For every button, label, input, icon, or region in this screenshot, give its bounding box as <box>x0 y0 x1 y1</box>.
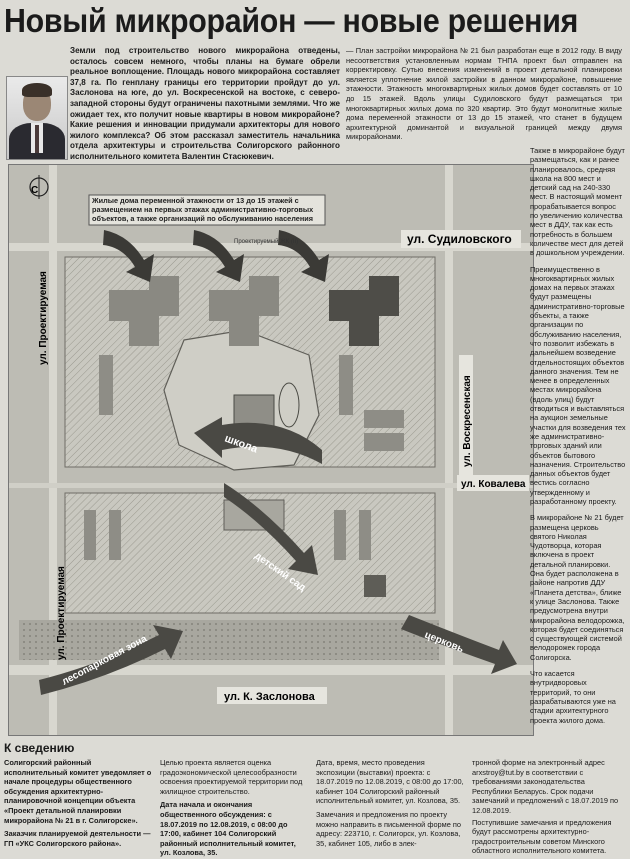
side-paragraph-1: Также в микрорайоне будут размещаться, к… <box>530 146 625 258</box>
notice-col4b: Поступившие замечания и предложения буду… <box>472 817 612 856</box>
north-label: С <box>31 185 38 196</box>
notice-col3b: Замечания и предложения по проекту можно… <box>316 809 462 848</box>
small-plan-label: Проектируемый ЖК (II) <box>234 238 298 245</box>
side-paragraph-4: Что касается внутридворовых территорий, … <box>530 669 616 725</box>
article-side-column: Также в микрорайоне будут размещаться, к… <box>530 146 626 732</box>
notice-col2b: Дата начала и окончания общественного об… <box>160 800 296 858</box>
callout-text: Жилые дома переменной этажности от 13 до… <box>92 196 314 223</box>
notice-col4: тронной форме на электронный адрес arxst… <box>472 758 619 815</box>
notice-col2: Целью проекта является оценка градоэконо… <box>160 758 303 796</box>
side-paragraph-3: В микрорайоне № 21 будет размещена церко… <box>530 513 625 662</box>
street-proekt-1: ул. Проектируемая <box>38 271 49 365</box>
author-photo <box>6 76 68 160</box>
intro-lead: Земли под строительство нового микрорайо… <box>70 46 340 161</box>
street-proekt-2: ул. Проектируемая <box>56 566 67 660</box>
district-plan-map: Жилые дома переменной этажности от 13 до… <box>8 164 534 736</box>
side-paragraph-2: Преимущественно в многоквартирных жилых … <box>530 264 626 506</box>
street-sudilovskogo: ул. Судиловского <box>407 232 512 246</box>
street-kovaleva: ул. Ковалева <box>461 479 526 490</box>
plan-drawing: Жилые дома переменной этажности от 13 до… <box>9 165 533 735</box>
notice-col1b: Заказчик планируемой деятельности — ГП «… <box>4 829 151 848</box>
article-column-a: — План застройки микрорайона № 21 был ра… <box>346 46 622 142</box>
notice-title: К сведению <box>4 741 75 755</box>
street-voskresenskaya: ул. Воскресенская <box>462 375 473 467</box>
notice-col1: Солигорский районный исполнительный коми… <box>4 758 152 825</box>
notice-col3: Дата, время, место проведения экспозиции… <box>316 758 464 806</box>
headline: Новый микрорайон — новые решения <box>4 2 579 39</box>
north-arrow-icon <box>29 175 49 199</box>
street-zaslonova: ул. К. Заслонова <box>224 691 316 703</box>
